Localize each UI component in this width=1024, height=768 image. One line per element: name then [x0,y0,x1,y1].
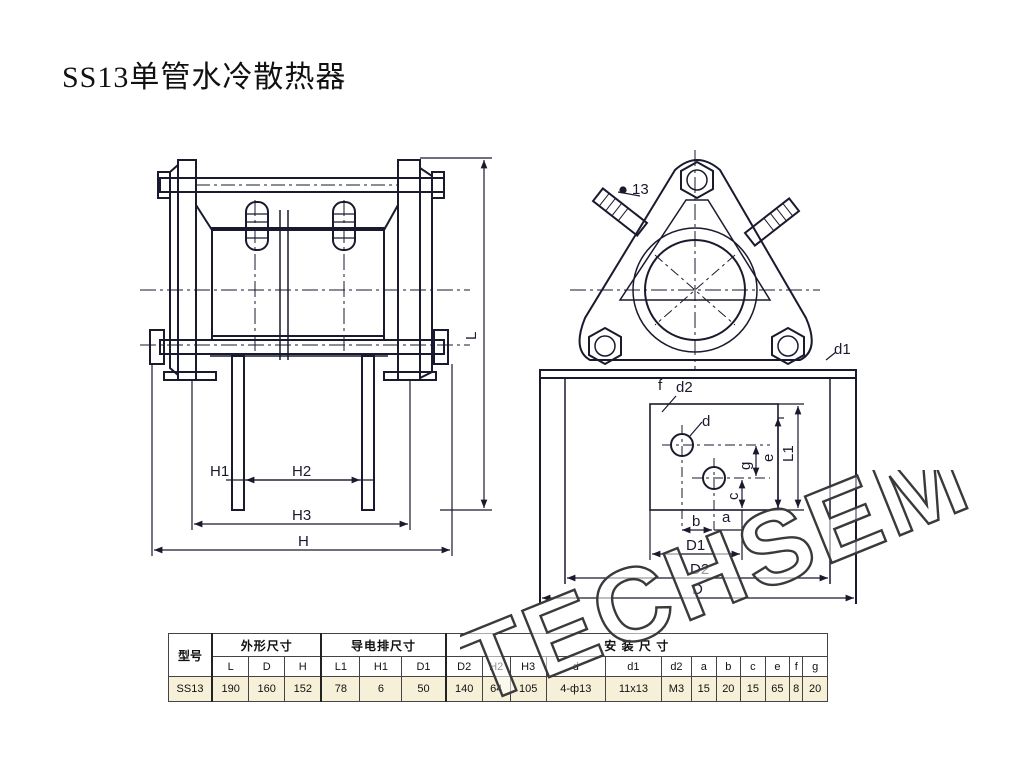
col-a: a [691,656,717,677]
label-e: e [760,454,777,462]
cell-H: 152 [284,676,322,702]
group-install: 安 装 尺 寸 [444,633,828,657]
col-H: H [284,656,322,677]
col-f: f [789,656,804,677]
cell-f: 8 [789,676,804,702]
cell-D1: 50 [401,676,447,702]
model-header: 型号 [168,633,213,677]
label-c: c [725,492,742,500]
cell-d1: 11x13 [605,676,662,702]
col-d: d [545,656,607,677]
cell-d: 4-ф13 [545,676,607,702]
front-view [539,150,857,604]
col-H2: H2 [481,656,511,677]
col-d2: d2 [660,656,693,677]
label-D1: D1 [686,537,705,554]
col-g: g [802,656,828,677]
label-H1: H1 [210,463,229,480]
col-D2: D2 [444,656,483,677]
cell-H1: 6 [359,676,403,702]
label-d2: d2 [676,379,693,396]
col-L: L [211,656,250,677]
page-title: SS13单管水冷散热器 [62,61,347,94]
cell-c: 15 [740,676,766,702]
front-view-dimensions [542,186,854,602]
label-D: D [692,581,703,598]
cell-b: 20 [715,676,742,702]
col-d1: d1 [605,656,662,677]
label-g: g [737,462,754,470]
side-view-dimensions [151,157,492,556]
side-view [140,159,470,511]
col-D1: D1 [401,656,447,677]
col-L1: L1 [320,656,361,677]
cell-H3: 105 [509,676,547,702]
row-model: SS13 [168,676,213,702]
label-H3: H3 [292,507,311,524]
label-L: L [463,332,480,340]
cell-L: 190 [211,676,250,702]
label-f: f [658,377,663,394]
label-D2: D2 [690,561,709,578]
col-H3: H3 [509,656,547,677]
cell-D2: 140 [444,676,483,702]
col-e: e [764,656,791,677]
table-row: SS13 190 160 152 78 6 50 140 64 105 4-ф1… [168,676,828,702]
label-a: a [722,509,731,526]
spec-table: 型号 外形尺寸 导电排尺寸 安 装 尺 寸 L D H L1 H1 D1 D2 … [168,633,828,702]
cell-d2: M3 [660,676,693,702]
group-outer: 外形尺寸 [210,633,322,657]
col-D: D [248,656,286,677]
cell-e: 65 [764,676,791,702]
column-header-row: L D H L1 H1 D1 D2 H2 H3 d d1 d2 a b c e … [169,656,828,677]
cell-g: 20 [802,676,828,702]
cell-a: 15 [691,676,717,702]
group-busbar: 导电排尺寸 [320,633,447,657]
label-phi13: 13 [632,181,649,198]
label-L1: L1 [780,445,797,462]
col-c: c [740,656,766,677]
col-H1: H1 [359,656,403,677]
cell-H2: 64 [481,676,511,702]
label-H2: H2 [292,463,311,480]
cell-D: 160 [248,676,286,702]
label-H: H [298,533,309,550]
label-b: b [692,513,700,530]
label-d1: d1 [834,341,851,358]
cell-L1: 78 [320,676,361,702]
label-d: d [702,413,710,430]
col-b: b [715,656,742,677]
